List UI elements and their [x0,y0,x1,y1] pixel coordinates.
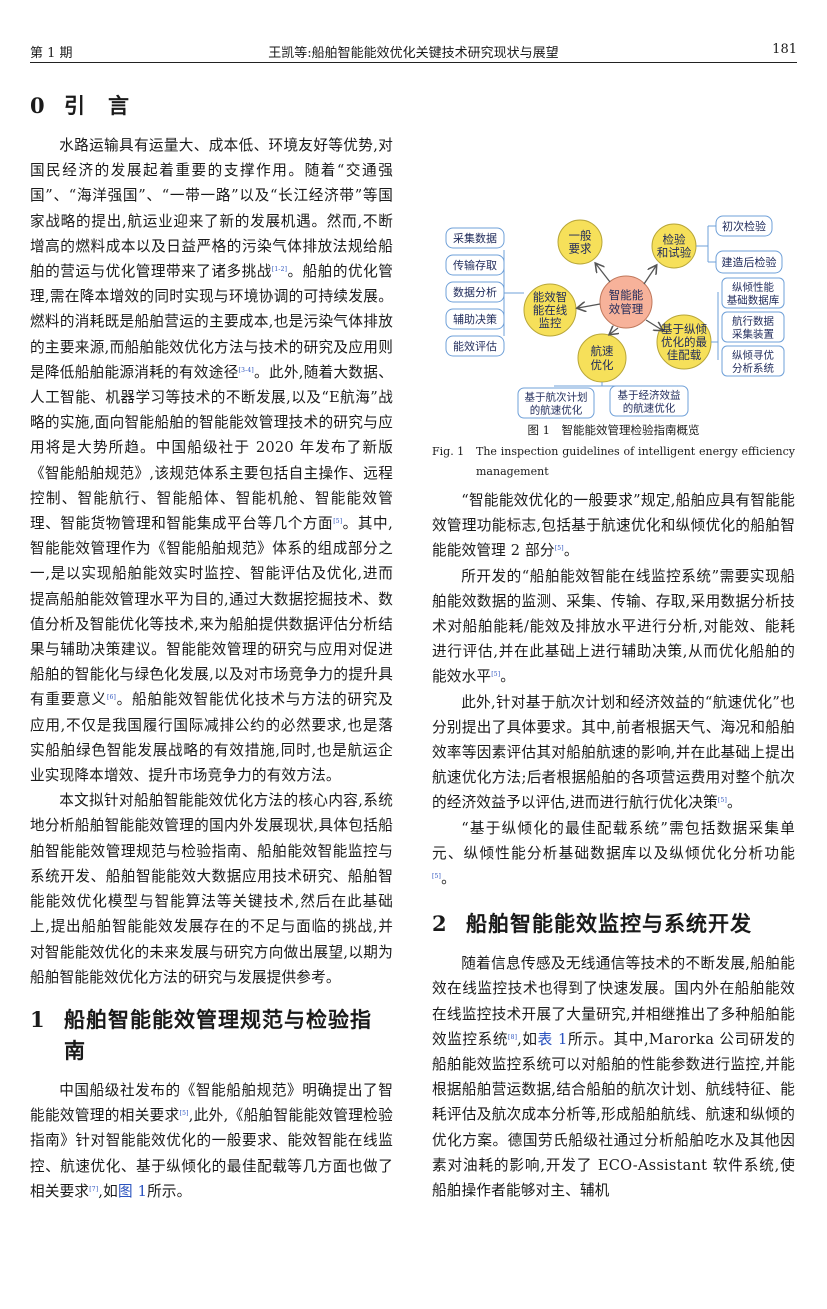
center-arrows [578,264,662,334]
monitor-node-label: 能效智 [533,290,568,304]
speed-node-label: 航速 [591,344,614,358]
figure-1-caption-cn: 图 1 智能能效管理检验指南概览 [527,423,700,437]
speed-node-label: 优化 [591,358,614,372]
right-column: 一般要求 检验和试验能效智能在线监控 智能能效管理基于纵倾优化的最佳配载 航速优化 采集… [432,72,795,1203]
inspect-item-label: 初次检验 [722,219,766,233]
citation[interactable]: [6] [106,694,117,702]
right-paragraph-2: 所开发的“船舶能效智能在线监控系统”需要实现船舶能效数据的监测、采集、传输、存取… [432,567,795,686]
trim-node-label: 佳配载 [667,348,702,362]
citation[interactable]: [1-2] [271,266,288,274]
center-node-label: 效管理 [609,302,644,316]
citation[interactable]: [5] [432,873,442,881]
citation[interactable]: [7] [89,1185,99,1193]
citation[interactable]: [3-4] [238,366,254,374]
table-1-link[interactable]: 表 1 [537,1030,568,1048]
inspect-item-label: 建造后检验 [722,255,777,269]
trim-item-label: 采集装置 [732,328,774,341]
speed-item-label: 基于经济效益 [618,389,681,402]
monitor-item-box [445,335,505,357]
monitor-item-label: 数据分析 [453,285,497,299]
inspect-node-label: 检验 [663,233,686,247]
continued-text-spacer [432,72,795,198]
monitor-items [445,227,524,357]
monitor-item-box [445,227,505,249]
right-paragraph-4: “基于纵倾化的最佳配载系统”需包括数据采集单元、纵倾性能分析基础数据库以及纵倾优… [432,819,795,888]
trim-items [711,277,785,377]
general-node [557,219,603,265]
center-node [599,275,653,329]
right-paragraph-1: “智能能效优化的一般要求”规定,船舶应具有智能能效管理功能标志,包括基于航速优化… [432,492,795,560]
citation[interactable]: [5] [333,518,343,526]
issue-label: 第 1 期 [30,46,73,61]
citation[interactable]: [5] [717,797,728,805]
running-title: 王凯等:船舶智能能效优化关键技术研究现状与展望 [268,46,559,61]
right-paragraph-3: 此外,针对基于航次计划和经济效益的“航速优化”也分别提出了具体要求。其中,前者根… [432,693,795,812]
monitor-node-label: 能在线 [533,303,568,317]
trim-item-label: 航行数据 [732,315,774,328]
figure-1: 一般要求 检验和试验能效智能在线监控 智能能效管理基于纵倾优化的最佳配载 航速优化 采集… [432,206,795,420]
intro-paragraph-1: 水路运输具有运量大、成本低、环境友好等优势,对国民经济的发展起着重要的支撑作用。… [30,137,393,785]
page-header: 第 1 期 王凯等:船舶智能能效优化关键技术研究现状与展望 181 [30,40,797,63]
monitor-item-label: 能效评估 [453,339,497,353]
figure-1-caption-en: Fig. 1 The inspection guidelines of inte… [432,445,795,478]
figure-1-link[interactable]: 图 1 [117,1182,148,1200]
page-number: 181 [772,42,797,57]
inspect-node-label: 和试验 [657,246,692,260]
speed-item-label: 的航速优化 [530,404,583,417]
general-node-label: 要求 [569,242,592,256]
citation[interactable]: [5] [491,671,501,679]
speed-item-label: 基于航次计划 [525,391,588,404]
trim-item-label: 纵倾寻优 [732,349,774,362]
general-node-label: 一般 [569,229,592,243]
trim-item-label: 纵倾性能 [732,281,774,294]
section-1-paragraph: 中国船级社发布的《智能船舶规范》明确提出了智能能效管理的相关要求[5],此外,《… [30,1081,393,1200]
citation[interactable]: [5] [554,545,564,553]
intro-paragraph-2: 本文拟针对船舶智能能效优化方法的核心内容,系统地分析船舶智能能效管理的国内外发展… [30,792,393,986]
trim-node-label: 优化的最 [661,335,707,349]
monitor-item-label: 采集数据 [453,231,497,245]
trim-item-label: 基础数据库 [727,294,780,307]
trim-item-label: 分析系统 [732,362,774,375]
center-node-label: 智能能 [609,288,644,302]
monitor-item-label: 传输存取 [453,258,497,272]
monitor-node-label: 监控 [539,316,562,330]
citation[interactable]: [8] [508,1033,518,1041]
inspect-items [696,215,783,274]
speed-item-label: 的航速优化 [623,402,676,415]
monitor-item-label: 辅助决策 [453,312,497,326]
trim-node-label: 基于纵倾 [661,322,707,336]
speed-items [517,382,689,419]
section-2-paragraph: 随着信息传感及无线通信等技术的不断发展,船舶能效在线监控技术也得到了快速发展。国… [432,955,795,1200]
citation[interactable]: [5] [179,1110,189,1118]
